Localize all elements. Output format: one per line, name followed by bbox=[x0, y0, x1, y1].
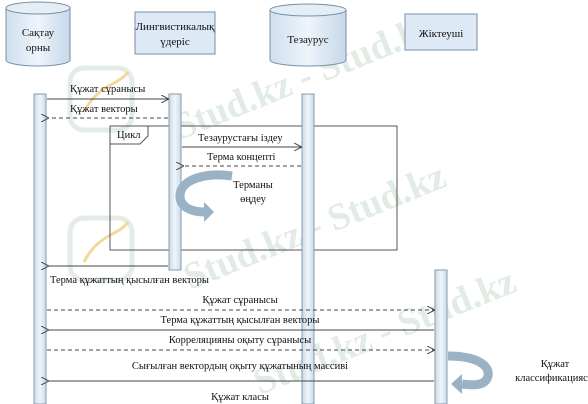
message-term-processing-label-2: өңдеу bbox=[240, 194, 267, 205]
activation-classifier bbox=[434, 269, 448, 404]
classify-label-2: классификациясы bbox=[515, 373, 588, 384]
self-call-arrowhead bbox=[204, 202, 214, 222]
actor-thesaurus-label: Тезаурус bbox=[287, 34, 328, 46]
message-document-class-label: Құжат класы bbox=[211, 392, 269, 403]
actor-linguistic-label-1: Лингвистикалық bbox=[136, 21, 215, 33]
actor-classifier: Жіктеуші bbox=[404, 13, 478, 51]
message-term-processing: Терманы өңдеу bbox=[175, 170, 273, 222]
message-term-processing-label-1: Терманы bbox=[233, 180, 273, 191]
message-compressed-vector-1: Терма құжаттың қысылған векторы bbox=[48, 266, 209, 286]
actor-storage: Сақтау орны bbox=[5, 1, 71, 67]
message-correlation-request: Корреляцияны оқыту сұранысы bbox=[47, 335, 434, 350]
activation-storage bbox=[33, 93, 47, 404]
actor-linguistic: Лингвистикалық үдеріс bbox=[134, 11, 216, 55]
message-document-request-label: Құжат сұранысы bbox=[70, 84, 145, 95]
actor-classifier-label: Жіктеуші bbox=[419, 28, 464, 40]
loop-label: Цикл bbox=[117, 130, 141, 141]
actor-thesaurus: Тезаурус bbox=[269, 3, 347, 67]
message-compressed-vector-2: Терма құжаттың қысылған векторы bbox=[48, 315, 434, 330]
loop-frame: Цикл bbox=[109, 125, 398, 251]
actor-linguistic-label-2: үдеріс bbox=[160, 36, 190, 48]
message-training-array: Сығылған вектордың оқыту құжатының масси… bbox=[48, 361, 434, 381]
message-term-concept-label: Терма концепті bbox=[207, 152, 276, 163]
classify-label-1: Құжат bbox=[541, 359, 570, 370]
activation-thesaurus bbox=[301, 93, 315, 404]
message-term-concept: Терма концепті bbox=[183, 152, 301, 166]
message-compressed-vector-1-label: Терма құжаттың қысылған векторы bbox=[50, 275, 209, 286]
message-document-request-2: Құжат сұранысы bbox=[47, 295, 434, 310]
message-document-request: Құжат сұранысы bbox=[47, 84, 168, 99]
message-document-vector: Құжат векторы bbox=[48, 104, 168, 118]
message-document-class: Құжат класы bbox=[211, 392, 269, 403]
message-compressed-vector-2-label: Терма құжаттың қысылған векторы bbox=[161, 315, 320, 326]
message-correlation-request-label: Корреляцияны оқыту сұранысы bbox=[169, 335, 311, 346]
watermark-logo-2 bbox=[67, 215, 135, 283]
message-document-vector-label: Құжат векторы bbox=[70, 104, 138, 115]
activation-linguistic bbox=[168, 93, 182, 271]
classify-self-call: Құжат классификациясы bbox=[447, 351, 588, 394]
actor-storage-label-1: Сақтау bbox=[22, 27, 55, 39]
message-training-array-label: Сығылған вектордың оқыту құжатының масси… bbox=[132, 361, 348, 372]
message-thesaurus-search-label: Тезаурустағы іздеу bbox=[198, 133, 283, 144]
classify-arrowhead bbox=[451, 374, 462, 394]
message-document-request-2-label: Құжат сұранысы bbox=[202, 295, 277, 306]
message-thesaurus-search: Тезаурустағы іздеу bbox=[182, 133, 301, 147]
actor-storage-label-2: орны bbox=[26, 42, 51, 54]
